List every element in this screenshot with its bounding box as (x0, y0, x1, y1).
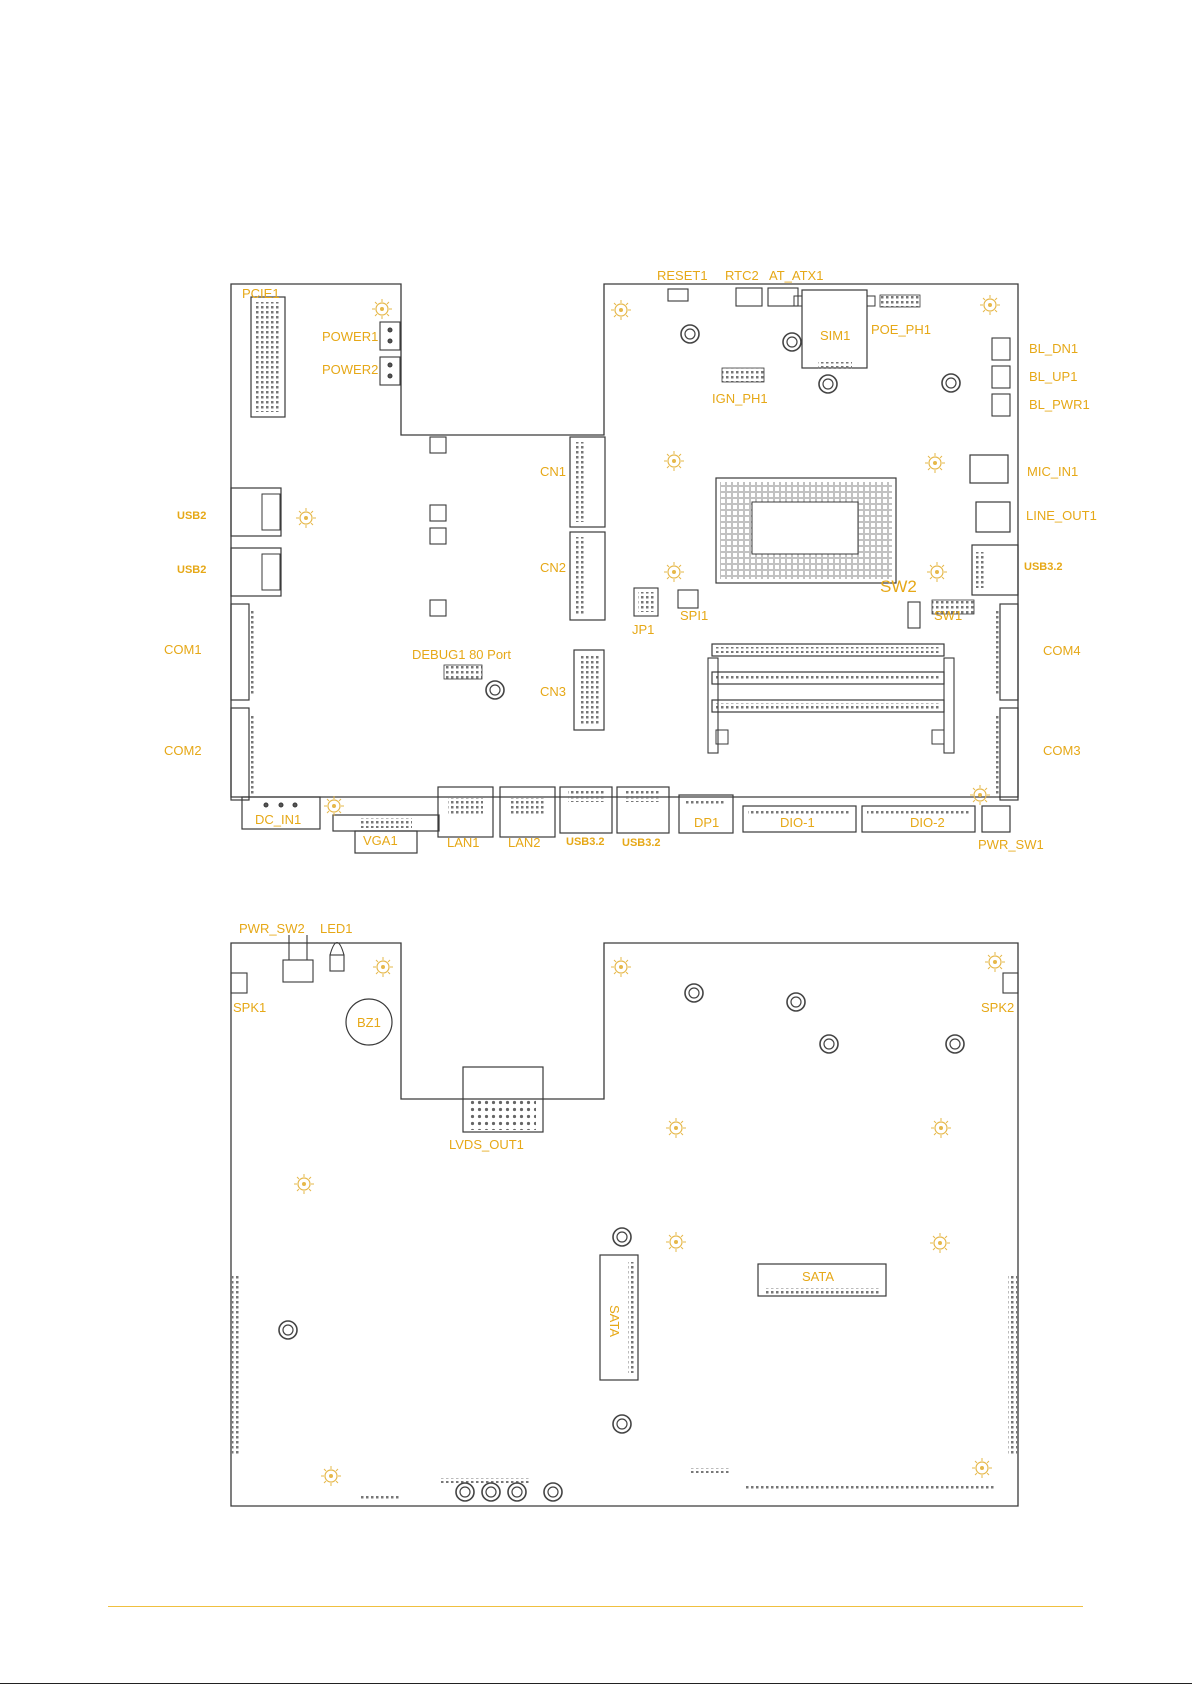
label-bl-pwr1: BL_PWR1 (1029, 397, 1090, 412)
label-cn3: CN3 (540, 684, 566, 699)
jumper-block-1 (430, 437, 446, 453)
label-sata-horizontal: SATA (802, 1269, 834, 1284)
label-sata-vertical: SATA (607, 1305, 622, 1337)
jumper-block-2 (430, 505, 446, 521)
label-debug1: DEBUG1 80 Port (412, 647, 511, 662)
led1 (330, 955, 344, 971)
label-usb2-1: USB2 (177, 510, 206, 522)
label-com1: COM1 (164, 642, 202, 657)
com2-connector (231, 708, 249, 800)
label-com3: COM3 (1043, 743, 1081, 758)
mic-in1-jack (970, 455, 1008, 483)
label-pcie1: PCIE1 (242, 286, 280, 301)
reset1-button (668, 289, 688, 301)
label-spk2: SPK2 (981, 1000, 1014, 1015)
label-dp1: DP1 (694, 815, 719, 830)
label-usb32-3: USB3.2 (1024, 561, 1063, 573)
label-led1: LED1 (320, 921, 353, 936)
bottom-board-outline (231, 943, 1018, 1506)
label-bl-dn1: BL_DN1 (1029, 341, 1078, 356)
power2-connector (380, 357, 400, 385)
com3-connector (1000, 708, 1018, 800)
sw2-switch (908, 602, 920, 628)
power1-connector (380, 322, 400, 350)
poe-ph1-header (880, 295, 920, 307)
com1-connector (231, 604, 249, 700)
label-usb32-1: USB3.2 (566, 836, 605, 848)
rtc2-connector (736, 288, 762, 306)
label-bl-up1: BL_UP1 (1029, 369, 1077, 384)
label-sw2: SW2 (880, 577, 917, 596)
pwr-sw2-switch (283, 960, 313, 982)
label-mic-in1: MIC_IN1 (1027, 464, 1078, 479)
bl-up1-button (992, 366, 1010, 388)
debug1-header (444, 665, 482, 679)
label-lan1: LAN1 (447, 835, 480, 850)
label-lan2: LAN2 (508, 835, 541, 850)
spi1-chip (678, 590, 698, 608)
label-usb2-2: USB2 (177, 564, 206, 576)
line-out1-jack (976, 502, 1010, 532)
bottom-com-right (1008, 1275, 1018, 1455)
sodimm-slots (708, 644, 954, 753)
label-dio2: DIO-2 (910, 815, 945, 830)
pwr-sw1-connector (982, 806, 1010, 832)
label-reset1: RESET1 (657, 268, 708, 283)
bl-dn1-button (992, 338, 1010, 360)
spk2-connector (1003, 973, 1018, 993)
bottom-com-left (231, 1275, 241, 1455)
label-power1: POWER1 (322, 329, 378, 344)
ign-ph1-header (722, 368, 764, 382)
label-rtc2: RTC2 (725, 268, 759, 283)
top-board-outline (231, 284, 1018, 797)
spk1-connector (231, 973, 247, 993)
bottom-board (231, 935, 1018, 1506)
jumper-block-4 (430, 600, 446, 616)
label-ign-ph1: IGN_PH1 (712, 391, 768, 406)
footer-divider (108, 1606, 1083, 1607)
label-jp1: JP1 (632, 622, 654, 637)
bl-pwr1-button (992, 394, 1010, 416)
label-pwr-sw2: PWR_SW2 (239, 921, 305, 936)
label-dc-in1: DC_IN1 (255, 812, 301, 827)
page-bottom-rule (0, 1683, 1192, 1684)
label-pwr-sw1: PWR_SW1 (978, 837, 1044, 852)
label-spk1: SPK1 (233, 1000, 266, 1015)
label-cn2: CN2 (540, 560, 566, 575)
label-vga1: VGA1 (363, 833, 398, 848)
label-dio1: DIO-1 (780, 815, 815, 830)
label-sw1: SW1 (934, 608, 962, 623)
label-bz1: BZ1 (357, 1015, 381, 1030)
label-power2: POWER2 (322, 362, 378, 377)
label-usb32-2: USB3.2 (622, 837, 661, 849)
usb2-port-1 (231, 488, 281, 536)
label-at-atx1: AT_ATX1 (769, 268, 823, 283)
label-poe-ph1: POE_PH1 (871, 322, 931, 337)
label-cn1: CN1 (540, 464, 566, 479)
label-line-out1: LINE_OUT1 (1026, 508, 1097, 523)
label-sim1: SIM1 (820, 328, 850, 343)
bottom-edge-pads (745, 1484, 995, 1489)
top-board-labels: PCIE1 POWER1 POWER2 USB2 USB2 COM1 COM2 … (164, 268, 1097, 852)
jumper-block-3 (430, 528, 446, 544)
label-lvds-out1: LVDS_OUT1 (449, 1137, 524, 1152)
label-spi1: SPI1 (680, 608, 708, 623)
label-com4: COM4 (1043, 643, 1081, 658)
com4-connector (1000, 604, 1018, 700)
label-com2: COM2 (164, 743, 202, 758)
usb2-port-2 (231, 548, 281, 596)
bottom-board-labels: PWR_SW2 LED1 SPK1 SPK2 BZ1 LVDS_OUT1 SAT… (233, 921, 1014, 1337)
